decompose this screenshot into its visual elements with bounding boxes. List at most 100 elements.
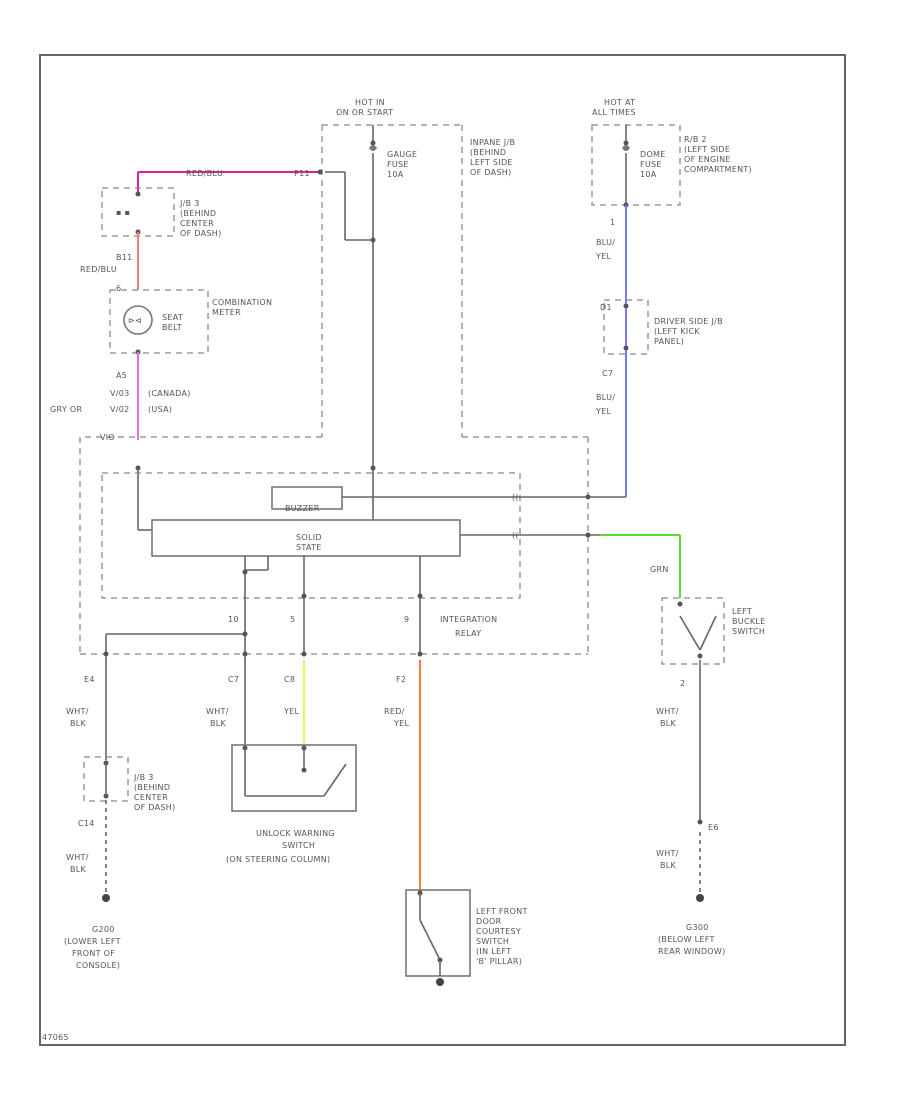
ground-g300-label-2: (BELOW LEFT (658, 935, 715, 944)
ground-g200-icon (102, 894, 110, 902)
relay-title-2: RELAY (455, 629, 482, 638)
driver-jb-label-3: PANEL) (654, 337, 684, 346)
dome-fuse-label-2: FUSE (640, 160, 662, 169)
relay-pin-10: 10 (228, 615, 239, 624)
dome-hot-label-1: HOT AT (604, 98, 635, 107)
wire-wht-blk-2-label-2: BLK (660, 861, 677, 870)
pin-v03: V/03 (110, 389, 130, 398)
wire-blu-yel-2-label-2: YEL (595, 407, 612, 416)
pin-1: 1 (610, 218, 615, 227)
rb2-label-1: R/B 2 (684, 135, 707, 144)
pin-d1: D1 (600, 303, 612, 312)
dome-fuse-block: HOT AT ALL TIMES DOME FUSE 10A R/B 2 (LE… (591, 98, 752, 208)
dome-hot-label-2: ALL TIMES (592, 108, 636, 117)
combination-meter-box (109, 289, 209, 354)
jb3b-label-1: J/B 3 (133, 773, 154, 782)
buzzer-box (271, 486, 343, 510)
wire-wht-blk-label-2: BLK (660, 719, 677, 728)
wire-blu-yel-2-label-1: BLU/ (596, 393, 615, 402)
relay-pin-5: 5 (290, 615, 295, 624)
solid-state-box (151, 519, 461, 557)
ground-g200-label-2: (LOWER LEFT (64, 937, 121, 946)
left-buckle-switch-label-1: LEFT (732, 607, 752, 616)
unlock-switch-label-3: (ON STEERING COLUMN) (226, 855, 330, 864)
ip-jb-label-2: (BEHIND (470, 148, 506, 157)
unlock-switch-label-2: SWITCH (282, 841, 315, 850)
wire-wht-blk-label-1: WHT/ (656, 707, 679, 716)
solid-state-label-2: STATE (296, 543, 322, 552)
lamp-symbol: ⊳⊲ (128, 316, 142, 325)
jb3-connector-mark: ▪ ▪ (116, 208, 130, 217)
relay-pin-9: 9 (404, 615, 409, 624)
pin-b11: B11 (116, 253, 133, 262)
door-switch-contact (419, 919, 441, 961)
wire-e4-label-1: WHT/ (66, 707, 89, 716)
integration-relay: BUZZER SOLID STATE (( (( 10 5 9 INTEGRAT… (79, 437, 589, 655)
pin-c8: C8 (284, 675, 295, 684)
rb2-label-4: COMPARTMENT) (684, 165, 752, 174)
dome-fuse-label-3: 10A (640, 170, 657, 179)
gauge-fuse-label-3: 10A (387, 170, 404, 179)
ground-g200-label-3: FRONT OF (72, 949, 115, 958)
door-switch-ground-icon (436, 978, 444, 986)
canada-label: (CANADA) (148, 389, 191, 398)
jb3-label-3: CENTER (180, 219, 214, 228)
pin-c14: C14 (78, 819, 95, 828)
pin-c7-right: C7 (602, 369, 613, 378)
seat-belt-indicator-branch: RED/BLU P11 ▪ ▪ J/B 3 (BEHIND CENTER OF … (50, 169, 323, 531)
ip-jb-label-4: OF DASH) (470, 168, 512, 177)
relay-pin-right-2: (( (512, 531, 519, 540)
wire-wht-blk-2-label-1: WHT/ (656, 849, 679, 858)
ground-g200-label-4: CONSOLE) (76, 961, 120, 970)
pin-a5: A5 (116, 371, 127, 380)
usa-label: (USA) (148, 405, 172, 414)
door-switch-label-6: 'B' PILLAR) (476, 957, 522, 966)
left-buckle-switch-label-2: BUCKLE (732, 617, 766, 626)
wire-red-yel-label-2: YEL (393, 719, 410, 728)
wire-c14-label-2: BLK (70, 865, 87, 874)
driver-jb-label-2: (LEFT KICK (654, 327, 700, 336)
pin-2: 2 (680, 679, 685, 688)
door-switch-label-2: DOOR (476, 917, 502, 926)
jb3-label-2: (BEHIND (180, 209, 216, 218)
seat-belt-label-2: BELT (162, 323, 182, 332)
solid-state-label-1: SOLID (296, 533, 322, 542)
jb3b-label-2: (BEHIND (134, 783, 170, 792)
dome-fuse-label-1: DOME (640, 150, 666, 159)
left-buckle-switch-label-3: SWITCH (732, 627, 765, 636)
relay-pin-right-1: (( (512, 493, 519, 502)
wire-c7-label-1: WHT/ (206, 707, 229, 716)
seat-belt-lamp-icon (123, 305, 153, 335)
diagram-code: 47065 (42, 1033, 69, 1042)
wire-gry-or-label: GRY OR (50, 405, 82, 414)
wire-e4-label-2: BLK (70, 719, 87, 728)
gauge-hot-label-1: HOT IN (355, 98, 385, 107)
gauge-fuse-label-1: GAUGE (387, 150, 417, 159)
wire-vio-label: VIO (100, 433, 115, 442)
wire-red-yel-label-1: RED/ (384, 707, 405, 716)
pin-c7-bottom: C7 (228, 675, 239, 684)
seat-belt-label-1: SEAT (162, 313, 183, 322)
ip-jb-label-3: LEFT SIDE (470, 158, 513, 167)
jb3b-label-3: CENTER (134, 793, 168, 802)
driver-jb-label-1: DRIVER SIDE J/B (654, 317, 723, 326)
pin-v02: V/02 (110, 405, 130, 414)
jb3-label-4: OF DASH) (180, 229, 222, 238)
jb3-label-1: J/B 3 (179, 199, 200, 208)
door-switch-box (405, 889, 471, 977)
bottom-branches: E4 WHT/ BLK J/B 3 (BEHIND CENTER OF DASH… (64, 631, 527, 986)
wire-red-blu-top-label: RED/BLU (186, 169, 223, 178)
gauge-fuse-label-2: FUSE (387, 160, 409, 169)
ip-jb-label-1: INPANE J/B (470, 138, 515, 147)
wire-b11-label: RED/BLU (80, 265, 117, 274)
wire-blu-yel-1-label-1: BLU/ (596, 238, 615, 247)
gauge-fuse-block: HOT IN ON OR START GAUGE FUSE 10A INPANE… (80, 98, 588, 520)
ground-g300-label-1: G300 (686, 923, 709, 932)
diagram-frame (39, 54, 846, 1046)
ground-g300-icon (696, 894, 704, 902)
pin-e4: E4 (84, 675, 95, 684)
door-switch-label-4: SWITCH (476, 937, 509, 946)
rb2-label-3: OF ENGINE (684, 155, 731, 164)
ground-g300-label-3: REAR WINDOW) (658, 947, 726, 956)
